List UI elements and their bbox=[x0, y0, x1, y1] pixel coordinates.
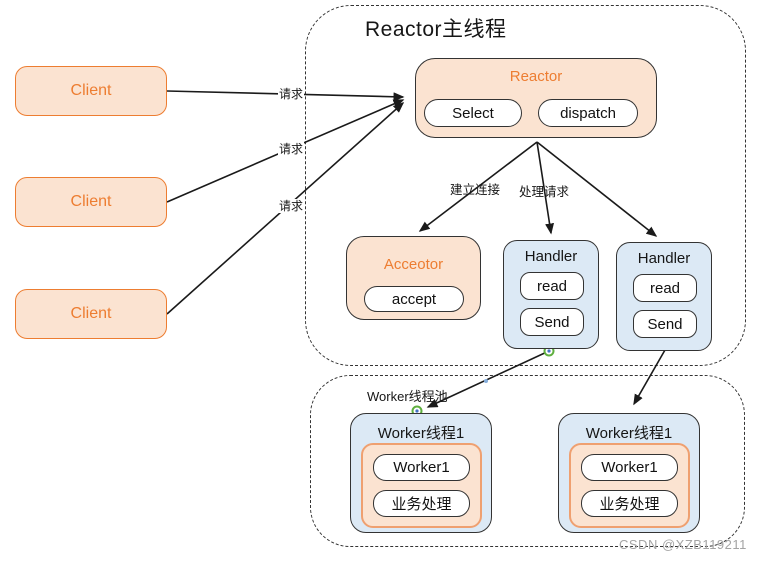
worker-node-2: Worker线程1 Worker1 业务处理 bbox=[558, 413, 700, 533]
read-pill: read bbox=[520, 272, 584, 300]
accept-pill: accept bbox=[364, 286, 464, 312]
reactor-node: Reactor Select dispatch bbox=[415, 58, 657, 138]
worker-node-1: Worker线程1 Worker1 业务处理 bbox=[350, 413, 492, 533]
csdn-watermark: CSDN @XZB119211 bbox=[619, 537, 747, 552]
business-processing-pill: 业务处理 bbox=[373, 490, 470, 517]
client-label: Client bbox=[70, 82, 112, 99]
worker-inner-frame: Worker1 业务处理 bbox=[361, 443, 482, 528]
edge-label-request-1: 请求 bbox=[278, 87, 305, 101]
business-processing-pill: 业务处理 bbox=[581, 490, 678, 517]
send-pill: Send bbox=[633, 310, 697, 338]
worker-node-title: Worker线程1 bbox=[585, 425, 673, 442]
handler-node-2: Handler read Send bbox=[616, 242, 712, 351]
client-node-2: Client bbox=[15, 177, 167, 227]
edge-label-request-2: 请求 bbox=[278, 142, 305, 156]
worker-node-title: Worker线程1 bbox=[377, 425, 465, 442]
acceptor-node-title: Acceotor bbox=[383, 256, 444, 273]
read-pill: read bbox=[633, 274, 697, 302]
client-node-1: Client bbox=[15, 66, 167, 116]
worker-inner-frame: Worker1 业务处理 bbox=[569, 443, 690, 528]
handler-node-title: Handler bbox=[524, 248, 578, 265]
client-label: Client bbox=[70, 305, 112, 322]
client-label: Client bbox=[70, 193, 112, 210]
dispatch-pill: dispatch bbox=[538, 99, 638, 127]
worker-pill: Worker1 bbox=[581, 454, 678, 481]
acceptor-node: Acceotor accept bbox=[346, 236, 481, 320]
handler-node-1: Handler read Send bbox=[503, 240, 599, 349]
worker-pill: Worker1 bbox=[373, 454, 470, 481]
edge-label-request-3: 请求 bbox=[278, 199, 305, 213]
send-pill: Send bbox=[520, 308, 584, 336]
client-node-3: Client bbox=[15, 289, 167, 339]
worker-pool-label: Worker线程池 bbox=[367, 389, 448, 404]
edge-label-handle-request: 处理请求 bbox=[519, 185, 570, 199]
reactor-main-thread-title: Reactor主线程 bbox=[365, 18, 507, 41]
select-pill: Select bbox=[424, 99, 522, 127]
handler-node-title: Handler bbox=[637, 250, 691, 267]
edge-label-establish-connection: 建立连接 bbox=[450, 183, 501, 197]
reactor-node-title: Reactor bbox=[509, 68, 563, 85]
